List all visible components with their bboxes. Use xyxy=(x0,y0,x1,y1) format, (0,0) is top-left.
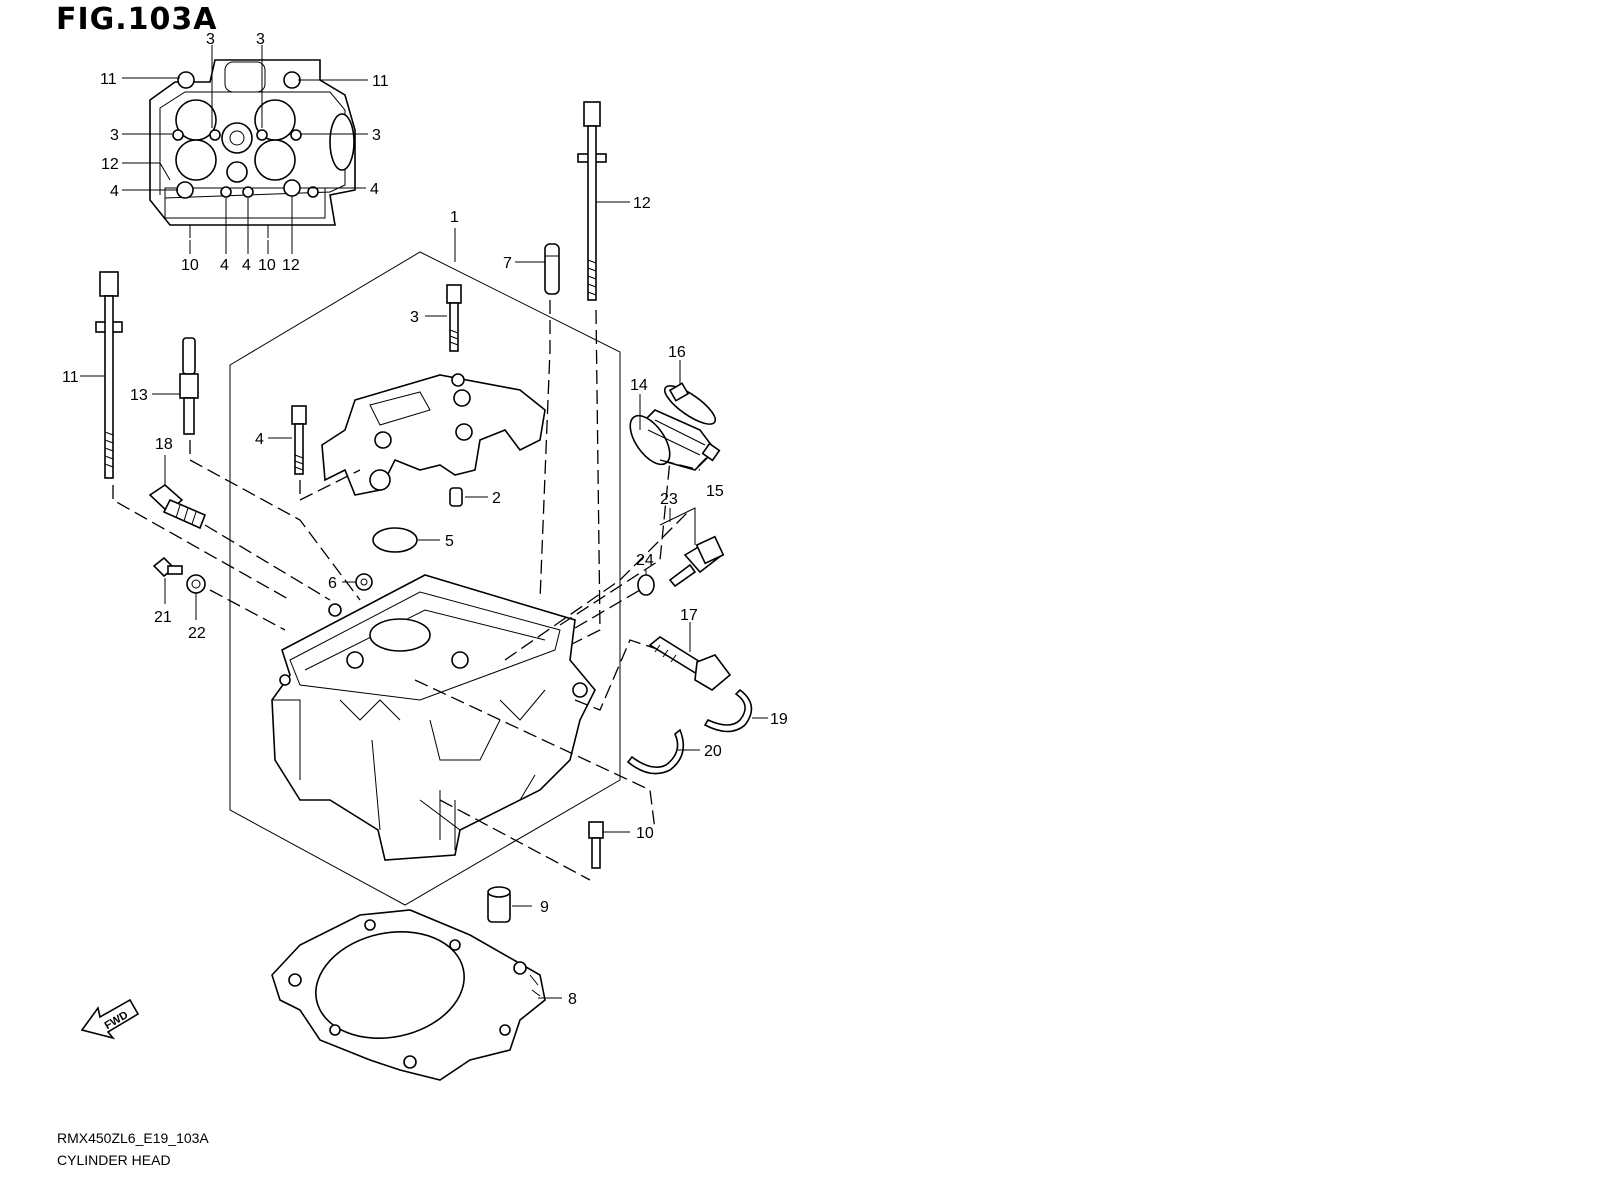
callout-7: 7 xyxy=(503,255,512,272)
inset-callout: 11 xyxy=(372,73,389,90)
callout-24: 24 xyxy=(636,552,654,569)
callout-13: 13 xyxy=(130,387,148,404)
inset-callout: 4 xyxy=(370,181,379,198)
dowel-pin xyxy=(449,487,463,507)
bolt-17 xyxy=(648,636,732,691)
main-callouts: 1 2 3 4 5 6 7 8 9 10 11 12 13 14 15 16 1… xyxy=(62,195,788,1008)
callout-18: 18 xyxy=(155,436,173,453)
callout-16: 16 xyxy=(668,344,686,361)
inset-callout: 10 xyxy=(181,257,199,274)
bolt-4 xyxy=(291,405,307,475)
callout-19: 19 xyxy=(770,711,788,728)
inset-callout: 3 xyxy=(110,127,119,144)
spark-plug xyxy=(179,337,199,435)
figure-title: FIG.103A xyxy=(56,2,218,37)
callout-21: 21 xyxy=(154,609,172,626)
dowel-9 xyxy=(487,886,511,923)
footer-figure-code: RMX450ZL6_E19_103A xyxy=(57,1130,209,1146)
inset-callout: 12 xyxy=(101,156,119,173)
inset-callout: 10 xyxy=(258,257,276,274)
inset-callout: 4 xyxy=(220,257,229,274)
callout-4: 4 xyxy=(255,431,264,448)
bolt-21 xyxy=(152,556,183,578)
inset-callout: 3 xyxy=(372,127,381,144)
inset-callout: 11 xyxy=(100,71,117,88)
callout-6: 6 xyxy=(328,575,337,592)
cylinder-head-body xyxy=(271,574,596,861)
inset-callout: 3 xyxy=(256,31,265,48)
callout-3: 3 xyxy=(410,309,419,326)
washer-22 xyxy=(186,574,206,594)
callout-15: 15 xyxy=(706,483,724,500)
inset-callouts: 3 3 11 11 3 3 12 4 4 10 4 4 10 12 xyxy=(100,31,389,274)
callout-8: 8 xyxy=(568,991,577,1008)
bolt-3 xyxy=(446,284,462,352)
callout-12: 12 xyxy=(633,195,651,212)
footer-figure-name: CYLINDER HEAD xyxy=(57,1152,171,1168)
temperature-sensor xyxy=(668,535,725,588)
head-gasket xyxy=(271,909,546,1081)
clamp-16 xyxy=(663,382,717,425)
inset-leaders xyxy=(122,45,368,254)
callout-11: 11 xyxy=(62,369,79,386)
callout-5: 5 xyxy=(445,533,454,550)
fwd-arrow-icon: FWD xyxy=(80,998,140,1040)
callout-20: 20 xyxy=(704,743,722,760)
sealing-washer xyxy=(637,574,655,596)
inset-callout: 4 xyxy=(242,257,251,274)
guide-pin-7 xyxy=(544,243,560,295)
inset-callout: 4 xyxy=(110,183,119,200)
bolt-18 xyxy=(148,483,207,530)
callout-23: 23 xyxy=(660,491,678,508)
long-bolt-12 xyxy=(577,101,607,301)
callout-17: 17 xyxy=(680,607,698,624)
screw-15 xyxy=(697,442,721,467)
callout-10: 10 xyxy=(636,825,654,842)
clip-20 xyxy=(626,728,685,775)
assembly-boundary xyxy=(229,251,621,906)
callout-2: 2 xyxy=(492,490,501,507)
inset-top-view xyxy=(149,59,356,238)
camshaft-holder xyxy=(321,373,546,496)
clip-19 xyxy=(703,688,753,733)
inset-callout: 12 xyxy=(282,257,300,274)
long-bolt-11 xyxy=(95,271,123,479)
callout-22: 22 xyxy=(188,625,206,642)
o-ring xyxy=(372,527,418,553)
inset-callout: 3 xyxy=(206,31,215,48)
callout-9: 9 xyxy=(540,899,549,916)
bolt-10 xyxy=(588,821,604,869)
callout-1: 1 xyxy=(450,209,459,226)
callout-14: 14 xyxy=(630,377,648,394)
plug-6 xyxy=(355,573,373,591)
